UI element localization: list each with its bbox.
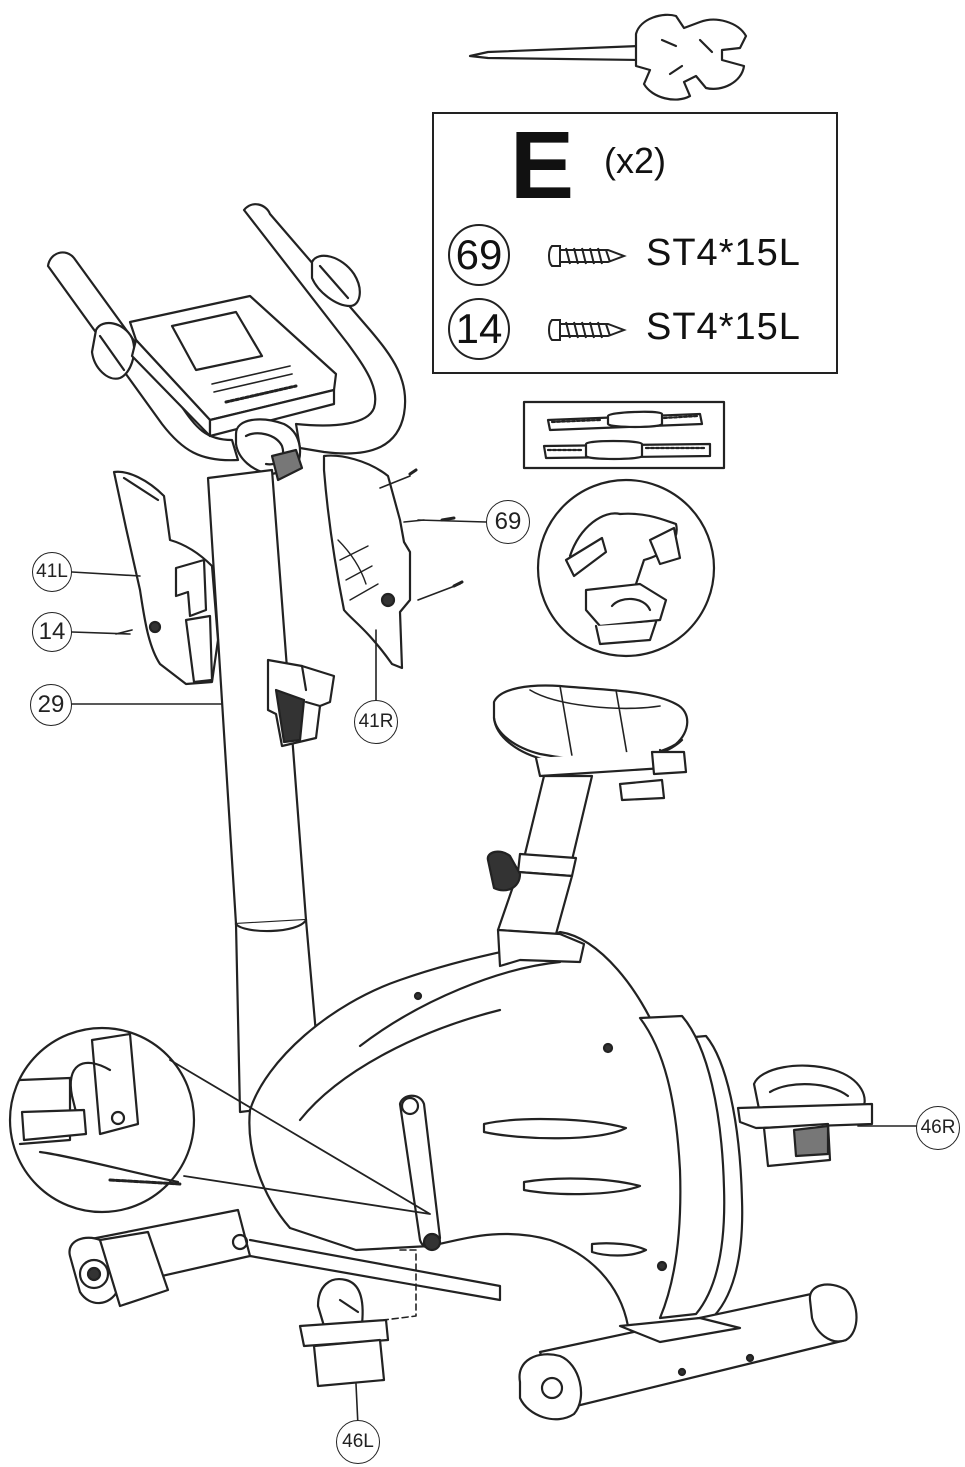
callout-14: 14 [32, 612, 72, 652]
callout-41R: 41R [354, 700, 398, 744]
right-pedal-46R [736, 1064, 874, 1168]
screw-icon [548, 319, 627, 341]
callout-46R: 46R [916, 1106, 960, 1150]
hardware-row: 14 ST4*15L [448, 298, 828, 362]
callout-41L: 41L [32, 552, 72, 592]
screw-spec: ST4*15L [646, 232, 801, 274]
part-number-badge: 69 [448, 224, 510, 286]
cable-bracket [266, 658, 336, 748]
console [128, 294, 338, 438]
screw-spec: ST4*15L [646, 306, 801, 348]
seat-post [486, 774, 594, 936]
callout-69: 69 [486, 500, 530, 544]
wrench-tool-icon [468, 13, 748, 101]
front-stabilizer [68, 1208, 502, 1308]
steering-post [206, 468, 324, 1114]
crank-arm [398, 1094, 442, 1252]
leader-lines [71, 519, 919, 1427]
rear-stabilizer [518, 1283, 858, 1421]
handlebar-clamp [234, 418, 304, 482]
seat [492, 684, 689, 802]
left-pedal-46L [298, 1278, 390, 1388]
hardware-kit-box: E (x2) 69 ST4*15L 14 ST4*15L [432, 112, 838, 374]
kit-quantity: (x2) [604, 140, 666, 181]
part-number-badge: 14 [448, 298, 510, 360]
belt-detail-inset [536, 478, 716, 658]
callout-29: 29 [30, 684, 72, 726]
cable-detail-inset [8, 1026, 431, 1215]
strap-illustration-box [522, 400, 726, 470]
screw-icon [548, 245, 627, 267]
callout-46L: 46L [336, 1420, 380, 1464]
left-cover-41L [112, 470, 220, 686]
hardware-row: 69 ST4*15L [448, 224, 828, 288]
right-cover-41R [322, 454, 464, 670]
kit-letter: E [510, 112, 575, 219]
frame-shroud [248, 928, 744, 1328]
